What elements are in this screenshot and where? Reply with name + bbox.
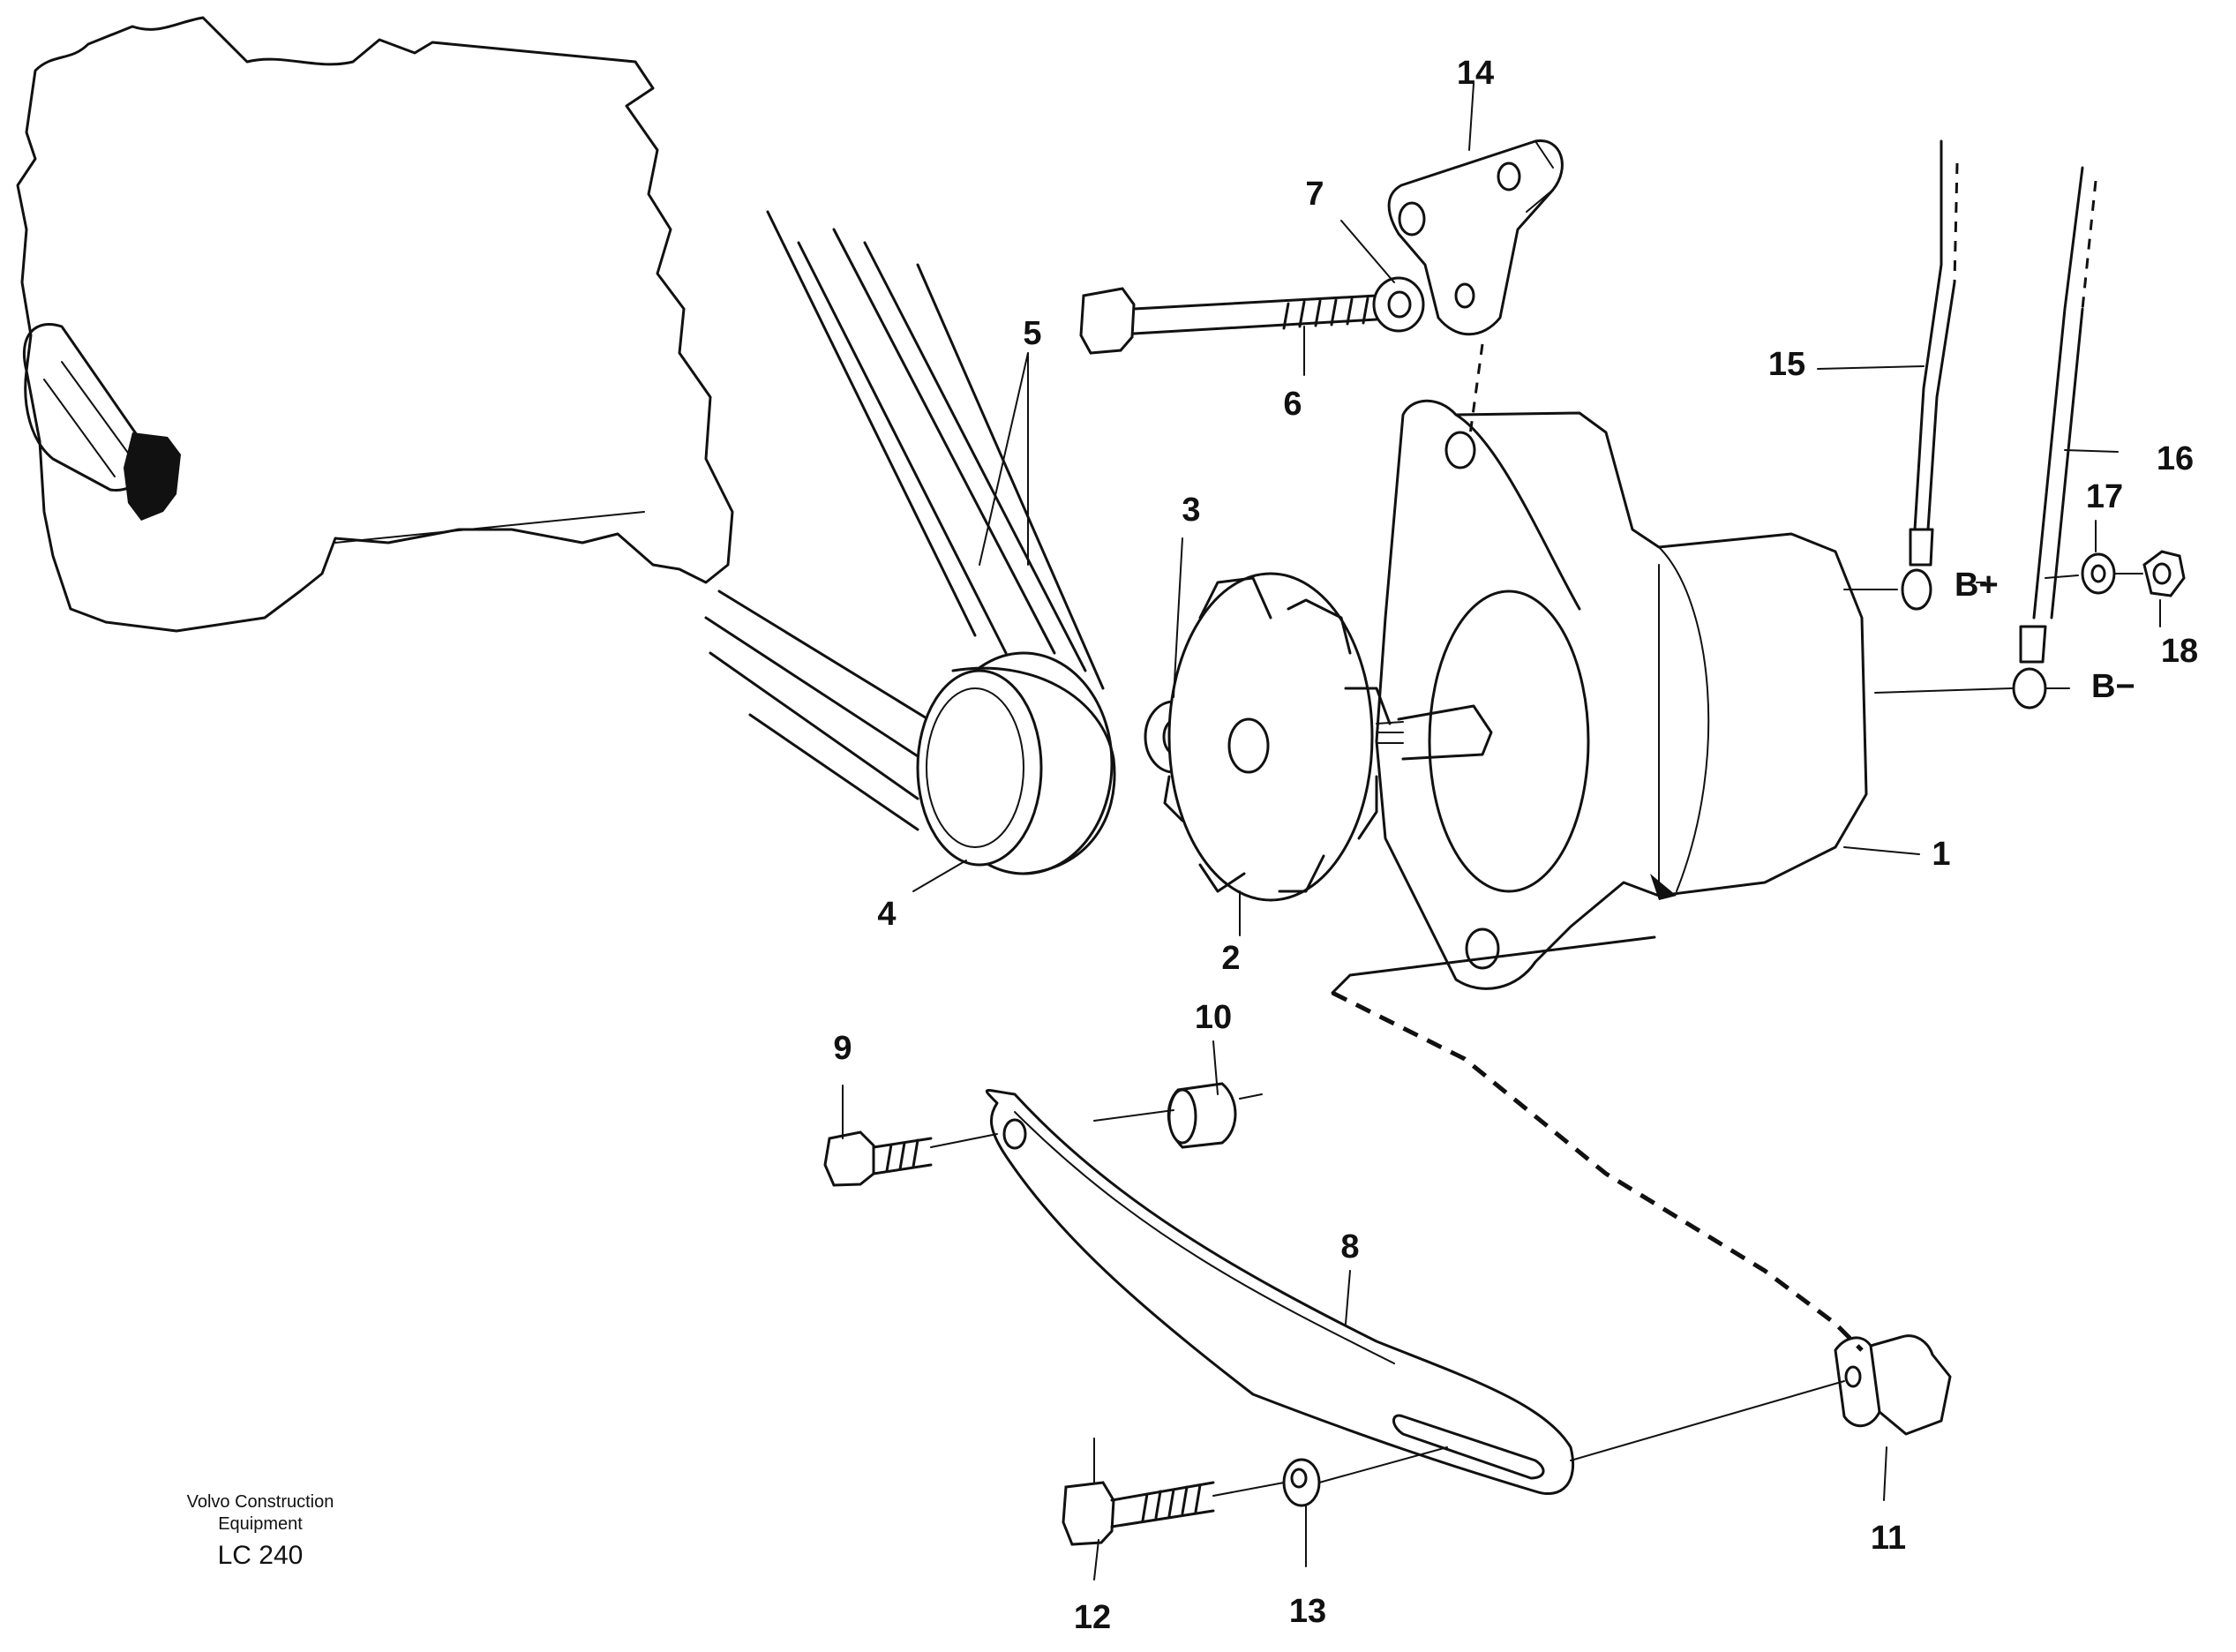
callout-9: 9 xyxy=(833,1030,852,1067)
terminal-label-negative: B− xyxy=(2091,668,2135,705)
engine-pulley-detail xyxy=(22,322,181,521)
mounting-dash-line xyxy=(1331,990,1864,1352)
callout-leader-lines xyxy=(842,83,2161,1581)
callout-1: 1 xyxy=(1932,836,1950,873)
terminal-label-positive: B+ xyxy=(1955,567,1999,604)
washer-17 xyxy=(2081,552,2116,595)
fan-2 xyxy=(1163,572,1392,902)
callout-3: 3 xyxy=(1182,492,1200,529)
callout-6: 6 xyxy=(1283,386,1302,423)
cable-16 xyxy=(2012,166,2097,710)
brand-line-1: Volvo Construction xyxy=(187,1492,334,1512)
callout-18: 18 xyxy=(2161,633,2198,670)
footer-brand: Volvo Construction Equipment LC 240 xyxy=(187,1492,334,1570)
callout-15: 15 xyxy=(1768,346,1805,383)
alternator-1 xyxy=(1375,399,1868,990)
washer-13 xyxy=(1282,1446,1448,1507)
callout-4: 4 xyxy=(877,896,896,933)
callout-16: 16 xyxy=(2157,440,2194,477)
callout-11: 11 xyxy=(1871,1520,1906,1557)
terminal-leader-lines xyxy=(1843,573,2143,694)
callout-2: 2 xyxy=(1221,940,1240,977)
callout-7: 7 xyxy=(1305,176,1324,213)
brand-line-2: Equipment xyxy=(218,1514,303,1534)
callout-10: 10 xyxy=(1195,999,1232,1036)
callout-labels: 1 2 3 4 5 6 7 8 9 10 11 12 13 14 15 16 1… xyxy=(833,55,2198,1636)
bolt-6 xyxy=(1079,287,1378,355)
callout-14: 14 xyxy=(1457,55,1494,92)
adjusting-arm-8 xyxy=(986,1089,1575,1496)
callout-5: 5 xyxy=(1023,315,1041,352)
pulley-4 xyxy=(916,651,1116,875)
bolt-12 xyxy=(1062,1438,1285,1546)
nut-18 xyxy=(2142,550,2186,597)
diagram-code: LC 240 xyxy=(218,1541,304,1570)
engine-outline xyxy=(16,16,734,633)
callout-8: 8 xyxy=(1340,1228,1359,1265)
bolt-9 xyxy=(823,1130,998,1187)
cable-15 xyxy=(1901,139,1959,611)
washer-7 xyxy=(1372,276,1425,333)
mounting-corner xyxy=(1331,935,1656,995)
v-belts-5 xyxy=(704,210,1105,831)
bushing-10 xyxy=(1093,1082,1263,1149)
bracket-alignment-line xyxy=(1467,343,1484,442)
callout-13: 13 xyxy=(1289,1593,1326,1630)
callout-12: 12 xyxy=(1074,1599,1111,1636)
bracket-14 xyxy=(1387,139,1564,336)
callout-17: 17 xyxy=(2086,478,2123,515)
bracket-11 xyxy=(1570,1334,1952,1461)
